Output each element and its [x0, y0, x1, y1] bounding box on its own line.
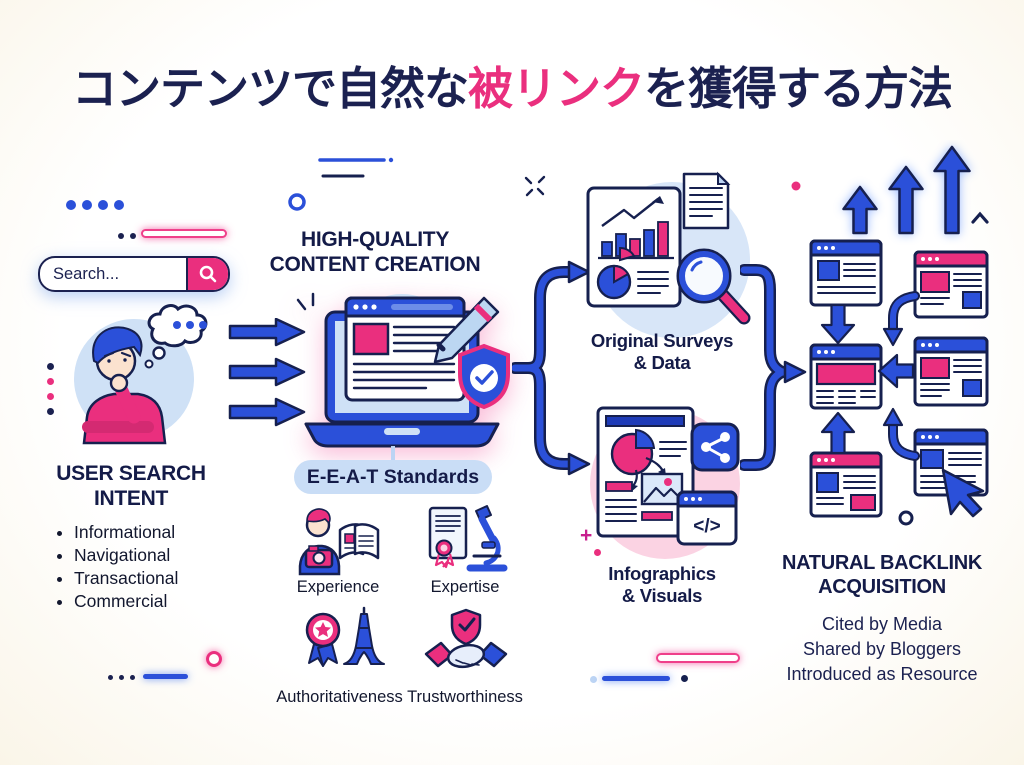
trustworthiness-icon — [424, 608, 508, 669]
infographics-illustration: </> — [590, 406, 740, 559]
search-button[interactable] — [186, 258, 228, 290]
thinking-person-illustration — [74, 304, 208, 445]
chevron-up-icon — [971, 211, 989, 224]
eeat-item-trustworthiness: Trustworthiness — [407, 688, 523, 706]
search-intent-list: Informational Navigational Transactional… — [52, 520, 254, 613]
label-line: & Visuals — [621, 584, 703, 606]
browser-window — [913, 250, 989, 319]
lines-decoration — [288, 157, 394, 211]
list-item: Navigational — [74, 544, 254, 566]
dot-decoration — [130, 675, 135, 680]
browser-window — [913, 428, 989, 497]
pink-line-decoration — [141, 229, 227, 238]
list-item: Commercial — [74, 590, 254, 612]
content-creation-heading: HIGH-QUALITY CONTENT CREATION — [240, 228, 510, 278]
title-highlight: 被リンク — [467, 63, 645, 114]
curved-arrow — [882, 407, 920, 461]
search-icon — [199, 265, 217, 283]
authoritativeness-icon — [305, 606, 385, 667]
label-line: Infographics — [608, 563, 716, 584]
dot-decoration — [681, 675, 688, 682]
blue-line-decoration — [602, 676, 670, 681]
magnifier-icon — [676, 248, 751, 325]
title-prefix: コンテンツで自然な — [71, 63, 469, 114]
pencil-icon — [433, 296, 500, 364]
dot-decoration — [118, 233, 124, 239]
heading-line: NATURAL BACKLINK — [782, 552, 982, 574]
label-line: Original Surveys — [590, 330, 734, 351]
benefit-line: Cited by Media — [821, 614, 943, 634]
page-title: コンテンツで自然な被リンクを獲得する方法 — [0, 52, 1024, 117]
ring-decoration — [898, 510, 914, 526]
curved-arrow — [882, 291, 920, 347]
infographics-label: Infographics & Visuals — [576, 563, 748, 607]
arrow-down — [820, 303, 856, 345]
backlink-network-illustration — [791, 145, 989, 526]
dot-decoration — [108, 675, 113, 680]
eeat-badge-label: E-E-A-T Standards — [306, 465, 480, 488]
expertise-icon — [428, 505, 508, 572]
dot-decoration — [130, 233, 136, 239]
eeat-badge: E-E-A-T Standards — [294, 460, 492, 494]
arrow-left — [877, 353, 915, 389]
dot-decoration — [594, 549, 601, 556]
dots-column-decoration — [47, 363, 54, 415]
surveys-data-illustration — [586, 171, 751, 338]
label-line: & Data — [633, 351, 691, 373]
heading-line: CONTENT CREATION — [269, 252, 481, 276]
browser-window — [809, 451, 883, 518]
browser-window — [809, 239, 883, 307]
pink-line-decoration — [656, 653, 740, 663]
backlink-benefits: Cited by Media Shared by Bloggers Introd… — [766, 612, 998, 686]
list-item: Transactional — [74, 567, 254, 589]
eeat-item-expertise: Expertise — [430, 578, 500, 596]
sparkle-icon — [524, 175, 546, 197]
blue-dots-decoration — [66, 200, 124, 210]
cursor-icon — [941, 468, 985, 518]
dot-decoration — [590, 676, 597, 683]
eeat-item-authoritativeness: Authoritativeness — [276, 688, 403, 706]
code-glyph: </> — [693, 516, 720, 537]
eeat-item-experience: Experience — [296, 578, 380, 596]
browser-window-target — [809, 343, 883, 410]
list-item: Informational — [74, 521, 254, 543]
laptop-content-illustration — [296, 292, 510, 448]
browser-window — [913, 336, 989, 407]
shield-check-icon — [458, 343, 510, 410]
flow-arrows-right — [228, 318, 306, 427]
connector-line — [391, 446, 395, 462]
heading-line: INTENT — [93, 486, 169, 510]
pink-ring-decoration — [206, 651, 222, 667]
merge-connector — [740, 264, 807, 471]
search-input[interactable]: Search... — [53, 264, 120, 283]
growth-arrows — [842, 145, 971, 235]
surveys-data-label: Original Surveys & Data — [578, 330, 746, 374]
backlink-heading: NATURAL BACKLINK ACQUISITION — [772, 552, 992, 599]
user-search-intent-heading: USER SEARCH INTENT — [35, 462, 227, 512]
search-bar[interactable]: Search... — [38, 256, 230, 292]
share-icon — [690, 422, 740, 472]
arrow-up — [820, 411, 856, 455]
title-suffix: を獲得する方法 — [644, 63, 953, 114]
branch-connector — [512, 260, 591, 476]
heading-line: HIGH-QUALITY — [300, 228, 450, 251]
experience-icon — [298, 508, 380, 576]
heading-line: ACQUISITION — [818, 575, 946, 598]
code-window-icon: </> — [676, 490, 738, 546]
benefit-line: Introduced as Resource — [786, 663, 978, 684]
benefit-line: Shared by Bloggers — [802, 638, 962, 659]
heading-line: USER SEARCH — [56, 462, 206, 485]
blue-line-decoration — [143, 674, 188, 679]
plus-decoration: + — [580, 524, 593, 547]
dot-decoration — [119, 675, 124, 680]
